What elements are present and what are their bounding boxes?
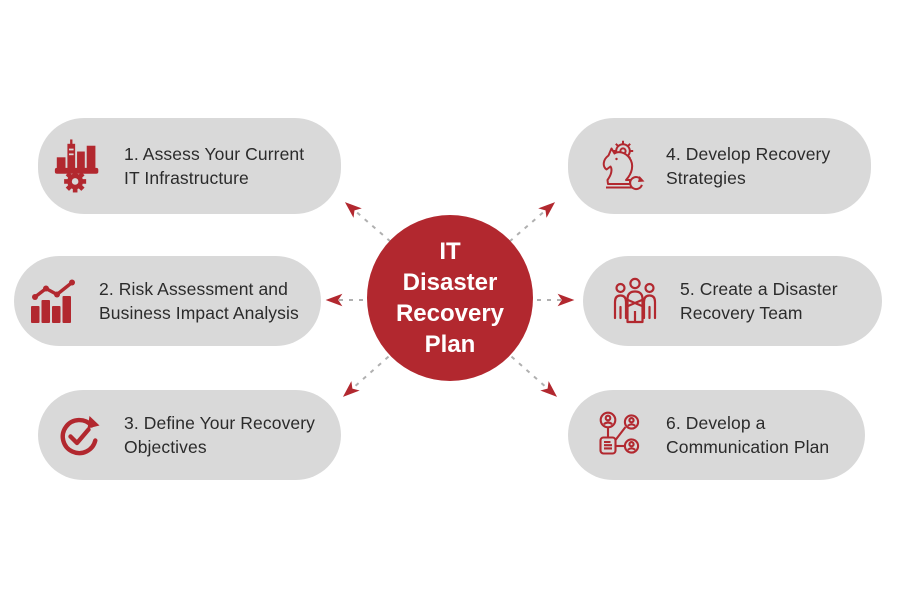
center-hub-title: IT Disaster Recovery Plan bbox=[396, 236, 504, 361]
infrastructure-gear-icon bbox=[51, 138, 107, 194]
team-people-icon bbox=[607, 275, 663, 327]
node-3-label: 3. Define Your Recovery Objectives bbox=[124, 411, 315, 459]
hub-title-line-2: Disaster bbox=[402, 268, 498, 296]
node-1-label-line-2: IT Infrastructure bbox=[124, 168, 249, 188]
connector-to-node-6 bbox=[503, 349, 558, 397]
node-1-assess-infrastructure: 1. Assess Your Current IT Infrastructure bbox=[38, 118, 341, 214]
node-4-develop-strategies: 4. Develop Recovery Strategies bbox=[568, 118, 871, 214]
communication-network-icon bbox=[593, 410, 649, 460]
node-1-label-line-1: 1. Assess Your Current bbox=[124, 143, 305, 164]
node-4-label: 4. Develop Recovery Strategies bbox=[666, 142, 830, 190]
node-6-label: 6. Develop a Communication Plan bbox=[666, 411, 829, 459]
node-3-label-line-2: Objectives bbox=[124, 437, 207, 457]
chess-knight-gear-icon bbox=[593, 138, 649, 194]
node-6-label-line-2: Communication Plan bbox=[666, 437, 830, 457]
connector-to-node-3 bbox=[342, 349, 397, 397]
node-2-label-line-1: 2. Risk Assessment and bbox=[99, 278, 288, 299]
hub-title-line-1: IT bbox=[439, 237, 461, 265]
center-hub: IT Disaster Recovery Plan bbox=[367, 215, 533, 381]
node-5-label-line-1: 5. Create a Disaster bbox=[680, 278, 838, 299]
node-4-label-line-2: Strategies bbox=[666, 168, 746, 188]
node-2-risk-assessment: 2. Risk Assessment and Business Impact A… bbox=[14, 256, 321, 346]
node-6-communication-plan: 6. Develop a Communication Plan bbox=[568, 390, 865, 480]
node-5-label-line-2: Recovery Team bbox=[680, 303, 803, 323]
node-3-label-line-1: 3. Define Your Recovery bbox=[124, 412, 316, 433]
node-5-create-team: 5. Create a Disaster Recovery Team bbox=[583, 256, 882, 346]
node-1-label: 1. Assess Your Current IT Infrastructure bbox=[124, 142, 304, 190]
node-5-label: 5. Create a Disaster Recovery Team bbox=[680, 277, 838, 325]
hub-title-line-4: Plan bbox=[424, 331, 476, 359]
node-3-define-objectives: 3. Define Your Recovery Objectives bbox=[38, 390, 341, 480]
bar-chart-trend-icon bbox=[26, 279, 82, 323]
node-4-label-line-1: 4. Develop Recovery bbox=[666, 143, 831, 164]
hub-title-line-3: Recovery bbox=[395, 300, 505, 327]
node-6-label-line-1: 6. Develop a bbox=[666, 412, 766, 433]
circular-check-icon bbox=[51, 412, 107, 458]
node-2-label-line-2: Business Impact Analysis bbox=[99, 303, 299, 323]
node-2-label: 2. Risk Assessment and Business Impact A… bbox=[99, 277, 299, 325]
